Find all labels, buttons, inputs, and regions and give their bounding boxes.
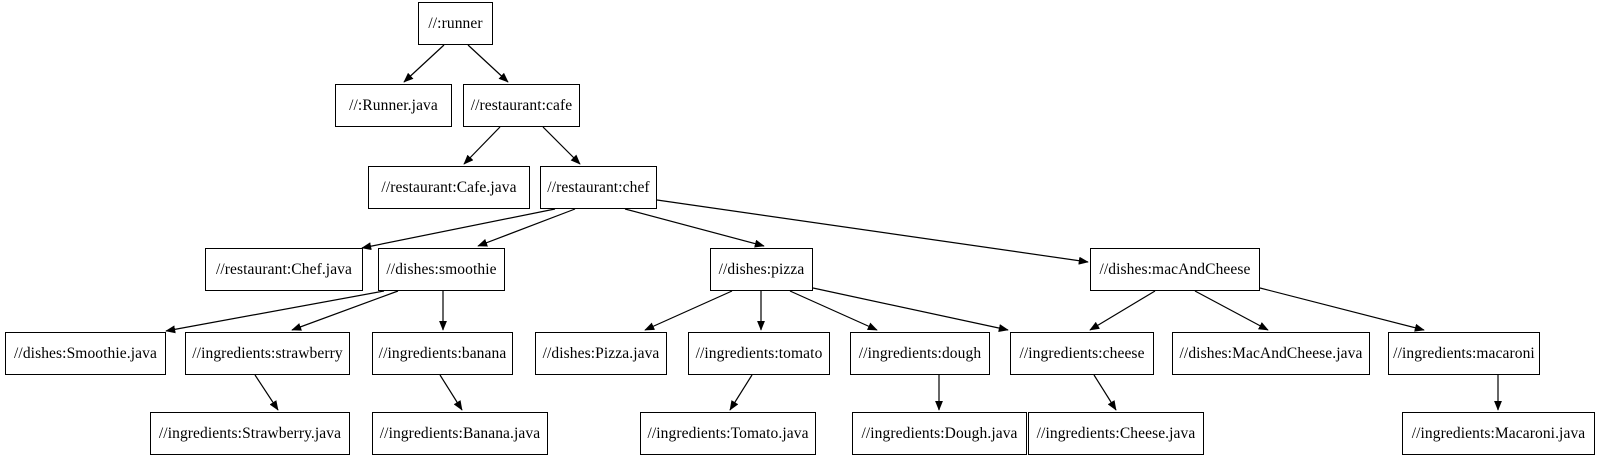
graph-edge xyxy=(1089,290,1156,331)
graph-node-smoothie-java[interactable]: //dishes:Smoothie.java xyxy=(5,332,166,375)
graph-node-dishes-mac[interactable]: //dishes:macAndCheese xyxy=(1090,248,1260,291)
graph-node-dishes-pizza[interactable]: //dishes:pizza xyxy=(710,248,813,291)
graph-node-label: //dishes:smoothie xyxy=(386,260,497,278)
graph-node-label: //dishes:MacAndCheese.java xyxy=(1179,344,1363,362)
graph-edge xyxy=(467,44,509,83)
graph-node-label: //restaurant:Cafe.java xyxy=(381,178,517,196)
graph-node-ing-cheese[interactable]: //ingredients:cheese xyxy=(1010,332,1154,375)
graph-edge xyxy=(403,44,445,83)
graph-node-macaroni-java[interactable]: //ingredients:Macaroni.java xyxy=(1402,412,1595,455)
graph-edge xyxy=(291,290,399,331)
graph-edge xyxy=(439,374,463,411)
graph-edge xyxy=(254,374,279,411)
graph-edge xyxy=(477,208,576,247)
graph-edge xyxy=(789,290,878,331)
graph-node-pizza-java[interactable]: //dishes:Pizza.java xyxy=(535,332,667,375)
graph-node-label: //dishes:pizza xyxy=(718,260,805,278)
graph-edge xyxy=(361,208,556,251)
graph-node-label: //dishes:macAndCheese xyxy=(1099,260,1251,278)
graph-node-label: //restaurant:cafe xyxy=(470,96,573,114)
graph-node-runner-java[interactable]: //:Runner.java xyxy=(335,84,452,127)
graph-node-tomato-java[interactable]: //ingredients:Tomato.java xyxy=(640,412,816,455)
graph-edge xyxy=(165,290,385,334)
graph-node-label: //:runner xyxy=(428,14,483,32)
graph-node-ing-dough[interactable]: //ingredients:dough xyxy=(850,332,990,375)
graph-node-label: //dishes:Pizza.java xyxy=(542,344,660,362)
graph-node-label: //ingredients:macaroni xyxy=(1393,344,1535,362)
graph-edge xyxy=(542,126,581,165)
graph-node-label: //dishes:Smoothie.java xyxy=(14,344,157,362)
graph-node-dough-java[interactable]: //ingredients:Dough.java xyxy=(852,412,1027,455)
graph-edge xyxy=(729,374,753,411)
graph-node-ing-banana[interactable]: //ingredients:banana xyxy=(372,332,513,375)
graph-node-chef-java[interactable]: //restaurant:Chef.java xyxy=(205,248,363,291)
graph-node-label: //ingredients:Tomato.java xyxy=(647,424,809,442)
graph-edge xyxy=(1194,290,1269,331)
graph-node-strawberry-java[interactable]: //ingredients:Strawberry.java xyxy=(150,412,350,455)
graph-node-cafe-java[interactable]: //restaurant:Cafe.java xyxy=(368,166,530,209)
graph-node-label: //ingredients:Dough.java xyxy=(861,424,1018,442)
graph-node-banana-java[interactable]: //ingredients:Banana.java xyxy=(372,412,548,455)
graph-edge xyxy=(644,290,733,331)
graph-node-label: //restaurant:chef xyxy=(547,178,650,196)
graph-node-restaurant-cafe[interactable]: //restaurant:cafe xyxy=(463,84,580,127)
graph-edge xyxy=(1259,287,1425,332)
graph-edge xyxy=(463,126,501,165)
graph-node-label: //ingredients:Strawberry.java xyxy=(158,424,342,442)
graph-node-ing-macaroni[interactable]: //ingredients:macaroni xyxy=(1388,332,1540,375)
graph-node-label: //ingredients:Macaroni.java xyxy=(1411,424,1586,442)
graph-node-label: //ingredients:Banana.java xyxy=(379,424,541,442)
graph-node-restaurant-chef[interactable]: //restaurant:chef xyxy=(540,166,657,209)
graph-node-label: //ingredients:banana xyxy=(378,344,507,362)
graph-node-runner[interactable]: //:runner xyxy=(418,2,493,45)
graph-node-label: //:Runner.java xyxy=(349,96,438,114)
graph-node-ing-strawberry[interactable]: //ingredients:strawberry xyxy=(185,332,350,375)
graph-node-label: //ingredients:tomato xyxy=(695,344,823,362)
graph-edge xyxy=(812,287,1009,332)
graph-edge xyxy=(1093,374,1117,411)
graph-node-dishes-smoothie[interactable]: //dishes:smoothie xyxy=(378,248,505,291)
graph-node-mac-java[interactable]: //dishes:MacAndCheese.java xyxy=(1172,332,1370,375)
graph-node-ing-tomato[interactable]: //ingredients:tomato xyxy=(688,332,830,375)
graph-node-label: //ingredients:strawberry xyxy=(192,344,343,362)
graph-edge xyxy=(624,208,765,248)
graph-node-label: //restaurant:Chef.java xyxy=(215,260,353,278)
graph-node-label: //ingredients:dough xyxy=(858,344,982,362)
graph-node-cheese-java[interactable]: //ingredients:Cheese.java xyxy=(1028,412,1204,455)
graph-node-label: //ingredients:Cheese.java xyxy=(1036,424,1196,442)
graph-node-label: //ingredients:cheese xyxy=(1019,344,1145,362)
